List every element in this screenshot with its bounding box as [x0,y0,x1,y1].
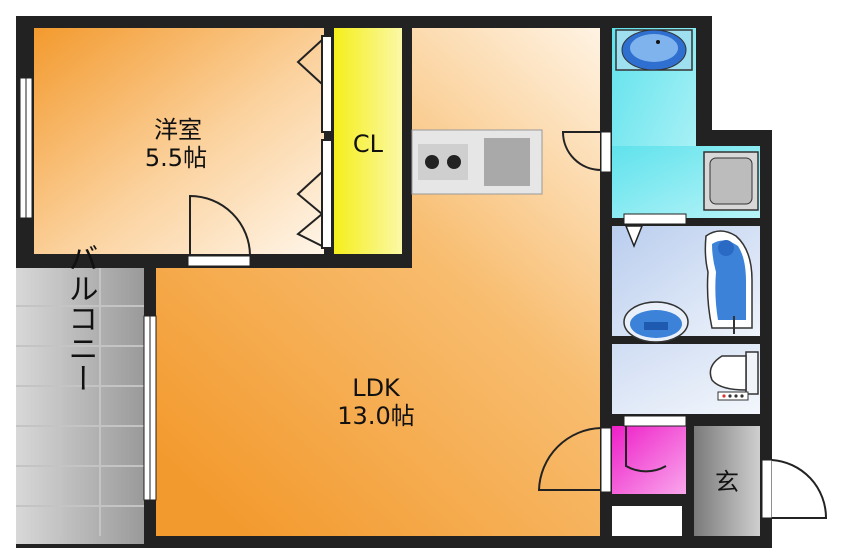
washroom-door [561,131,612,173]
wash-basin [615,29,693,71]
closet [334,28,402,254]
balcony-label: バルコニー [63,243,98,393]
balcony [16,268,144,544]
window-ldk [143,315,157,501]
bathtub [704,230,753,334]
small-cabinet [612,506,682,536]
washer-pan [703,151,759,211]
front-door [761,459,828,519]
entrance-label: 玄 [715,468,739,496]
western-door [187,194,251,267]
closet-label: CL [353,130,384,158]
bath-sink [623,301,689,343]
storage [612,426,686,494]
ldk-name: LDK [352,374,401,402]
toilet-door [623,415,687,473]
toilet-fixture [709,351,759,401]
ldk-size: 13.0帖 [337,402,414,430]
entrance [694,426,760,536]
bathroom-door [623,213,687,249]
closet-doors [296,35,333,249]
kitchen-counter [411,129,543,195]
window-western [19,77,33,219]
western-room [34,28,324,254]
western-room-size: 5.5帖 [145,144,207,172]
western-room-name: 洋室 [154,116,202,144]
ldk-entry-door [537,427,612,493]
